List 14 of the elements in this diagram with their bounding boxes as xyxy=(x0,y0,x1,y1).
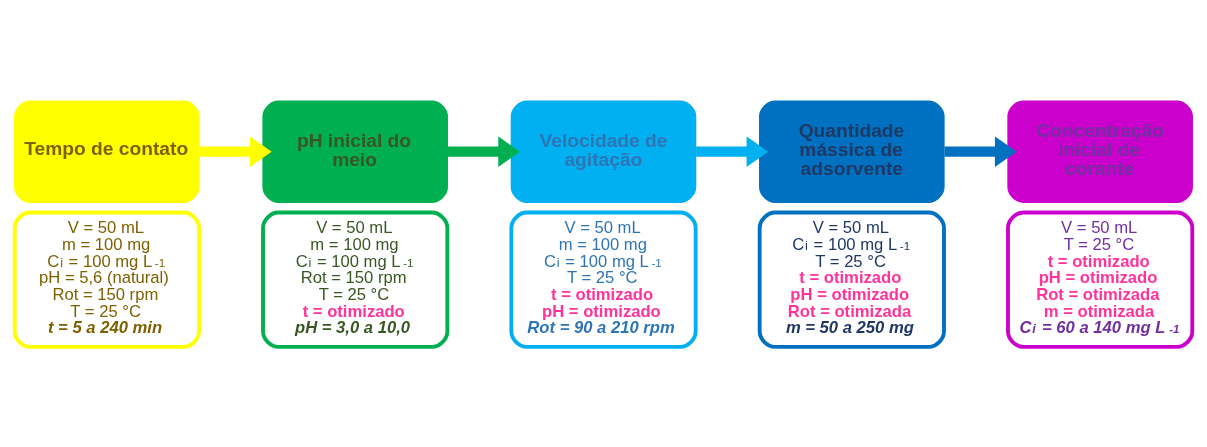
node-box: pH inicial do meio xyxy=(262,100,448,203)
node-box: V = 50 mL m = 100 mg Ci = 100 mg L-1 pH = 5,6 (natural) Rot = 150 rpm T = 25 °C t = 5 a 240 min xyxy=(12,210,201,349)
arrow xyxy=(944,135,1017,167)
arrow xyxy=(199,135,272,167)
node-box: Concentração inicial de corante xyxy=(1007,100,1193,203)
arrow xyxy=(696,135,769,167)
node-box: Velocidade de agitação xyxy=(510,100,697,203)
node-box: Tempo de contato xyxy=(14,100,200,203)
node-box: V = 50 mL Ci = 100 mg L-1 T = 25 °C t = otimizado pH = otimizado Rot = otimizada m = 50 a 250 mg xyxy=(757,210,946,349)
node-box: V = 50 mL T = 25 °C t = otimizado pH = otimizado Rot = otimizada m = otimizada Ci = 60 a 140 mg L-1 xyxy=(1006,210,1195,349)
node-box: V = 50 mL m = 100 mg Ci = 100 mg L-1 T = 25 °C t = otimizado pH = otimizado Rot = 90 a 210 rpm xyxy=(509,210,698,349)
node-box: Quantidade mássica de adsorvente xyxy=(759,100,945,203)
arrow xyxy=(447,135,520,167)
node-box: V = 50 mL m = 100 mg Ci = 100 mg L-1 Rot = 150 rpm T = 25 °C t = otimizado pH = 3,0 a 10,0 xyxy=(261,210,450,349)
